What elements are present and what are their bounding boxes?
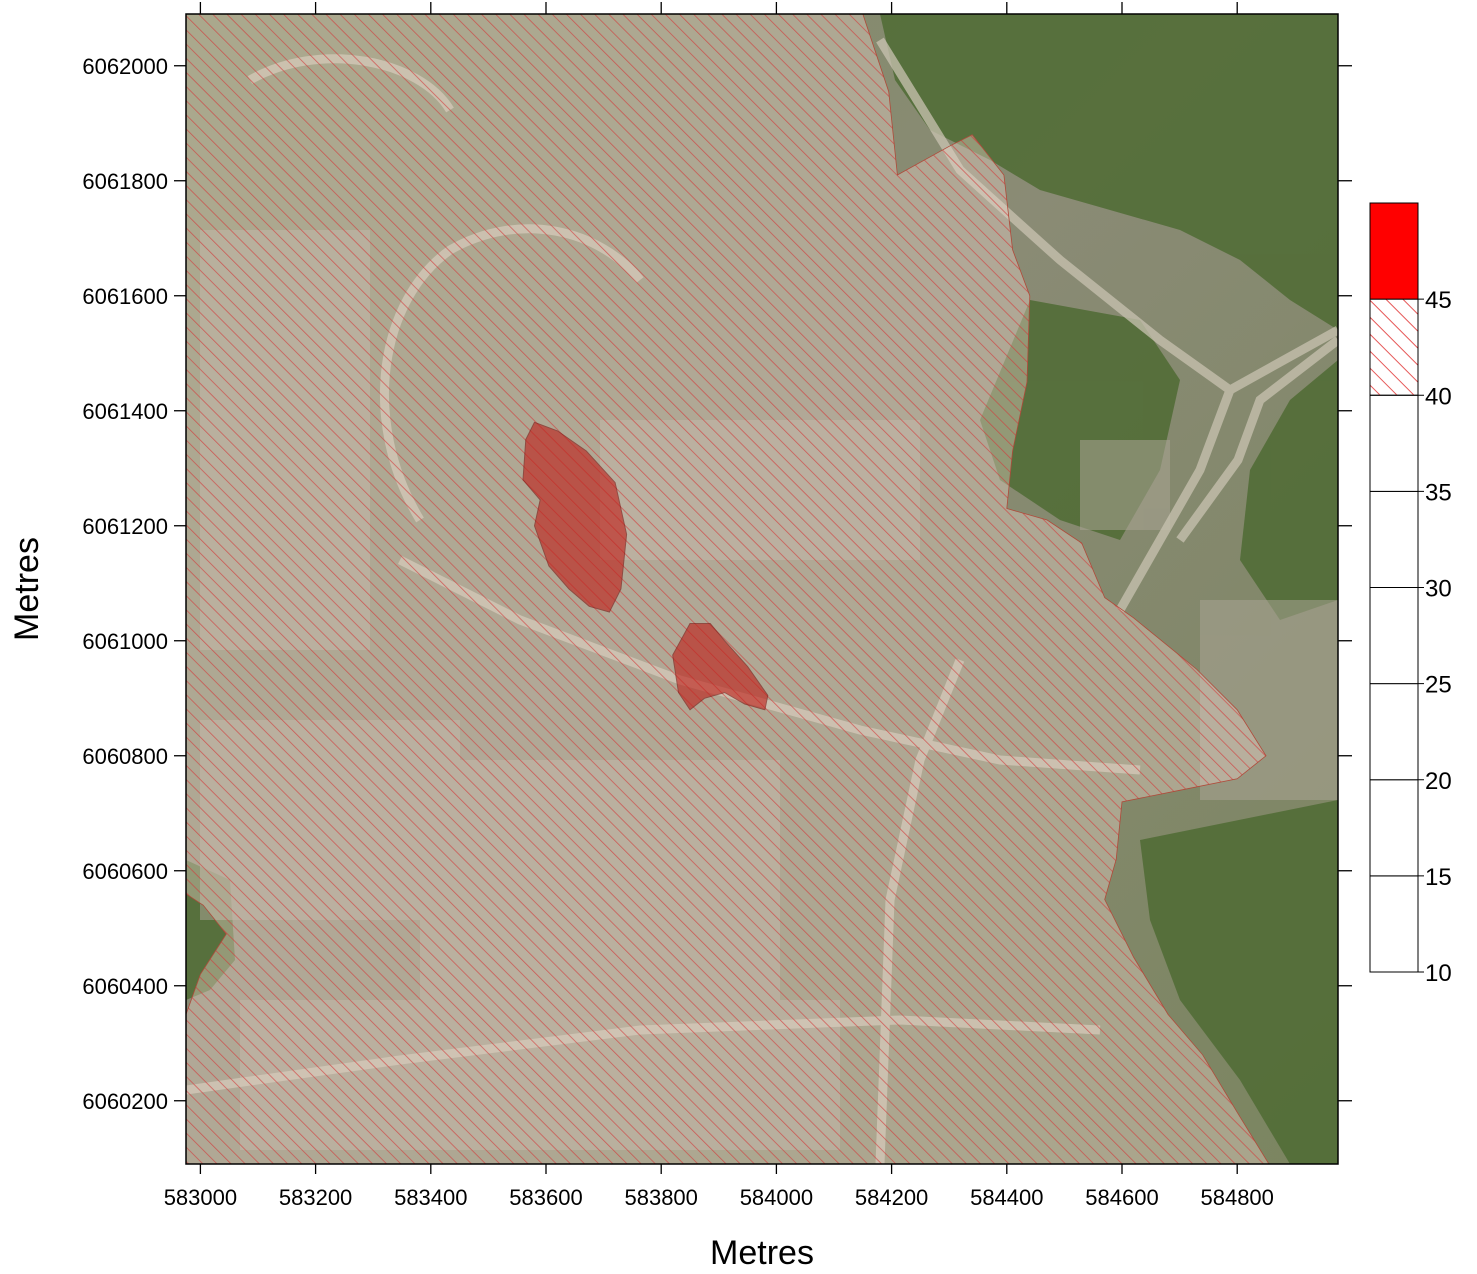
noise-zones xyxy=(186,14,1270,1164)
x-tick-label: 583400 xyxy=(394,1185,467,1210)
x-tick-label: 584000 xyxy=(740,1185,813,1210)
y-tick-label: 6061800 xyxy=(82,169,168,194)
legend-label: 40 xyxy=(1425,383,1452,410)
axes: 583000 583200 583400 583600 583800 584000 5842… xyxy=(82,2,1352,1210)
legend-label: 25 xyxy=(1425,672,1452,699)
legend-label: 20 xyxy=(1425,768,1452,795)
y-tick-label: 6060600 xyxy=(82,859,168,884)
x-tick-label: 584400 xyxy=(970,1185,1043,1210)
legend-label: 35 xyxy=(1425,479,1452,506)
zone-45-plus-1 xyxy=(522,421,628,613)
legend-label: 45 xyxy=(1425,287,1452,314)
x-axis-title: Metres xyxy=(710,1234,814,1272)
legend-swatch-25 xyxy=(1369,587,1419,685)
y-axis-title: Metres xyxy=(8,537,46,641)
legend-swatch-20 xyxy=(1369,683,1419,781)
x-tick-label: 584600 xyxy=(1085,1185,1158,1210)
legend-swatch-30 xyxy=(1369,490,1419,588)
legend-swatch-35 xyxy=(1369,394,1419,492)
x-tick-label: 584800 xyxy=(1200,1185,1273,1210)
x-tick-label: 583000 xyxy=(164,1185,237,1210)
legend-swatch-15 xyxy=(1369,779,1419,877)
legend-label: 30 xyxy=(1425,576,1452,603)
legend-label: 15 xyxy=(1425,864,1452,891)
plot-frame xyxy=(185,13,1339,1165)
x-tick-label: 583600 xyxy=(509,1185,582,1210)
y-tick-label: 6060200 xyxy=(82,1089,168,1114)
y-tick-label: 6062000 xyxy=(82,54,168,79)
y-tick-label: 6061200 xyxy=(82,514,168,539)
y-tick-label: 6061000 xyxy=(82,629,168,654)
y-tick-label: 6060400 xyxy=(82,974,168,999)
y-tick-label: 6061600 xyxy=(82,284,168,309)
legend: 10 15 20 25 30 35 40 45 xyxy=(1369,202,1452,987)
legend-label: 10 xyxy=(1425,960,1452,987)
x-tick-label: 584200 xyxy=(855,1185,928,1210)
legend-swatch-40 xyxy=(1369,298,1419,396)
x-tick-label: 583800 xyxy=(624,1185,697,1210)
legend-swatch-10 xyxy=(1369,875,1419,973)
zone-45-plus-2 xyxy=(672,623,769,711)
y-tick-label: 6060800 xyxy=(82,744,168,769)
y-tick-label: 6061400 xyxy=(82,399,168,424)
x-tick-label: 583200 xyxy=(279,1185,352,1210)
zone-40-45-hatch-0 xyxy=(186,14,1270,1164)
legend-swatch-45 xyxy=(1369,202,1419,300)
